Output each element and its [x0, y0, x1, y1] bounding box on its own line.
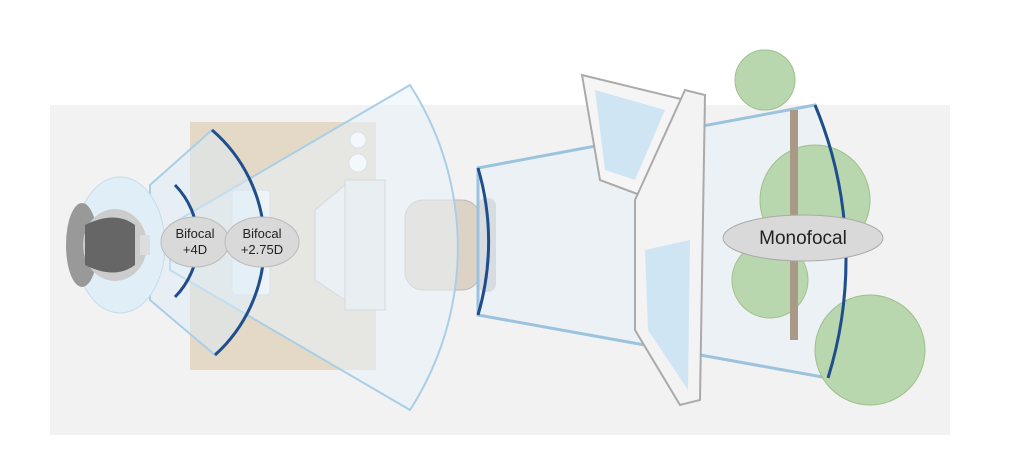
chair-back: [478, 198, 496, 292]
intermediate-focus-arc: [476, 167, 491, 316]
near-zone-label: Bifocal +4D: [161, 226, 229, 258]
far-zone-label: Monofocal: [759, 228, 847, 249]
intermediate-label-bubble: [224, 216, 300, 268]
window-glass: [645, 240, 690, 390]
person-top-view: [66, 176, 166, 314]
intermediate-zone-label: Bifocal +2.75D: [225, 226, 299, 258]
window-glass: [595, 90, 665, 180]
intermediate-label-power: +2.75D: [240, 242, 284, 257]
near-label-power: +4D: [182, 242, 208, 257]
intermediate-label-line1: Bifocal: [242, 226, 282, 241]
intermediate-vision-cone: [169, 83, 459, 412]
near-label-line1: Bifocal: [175, 226, 215, 241]
far-label-bubble: [722, 214, 884, 262]
